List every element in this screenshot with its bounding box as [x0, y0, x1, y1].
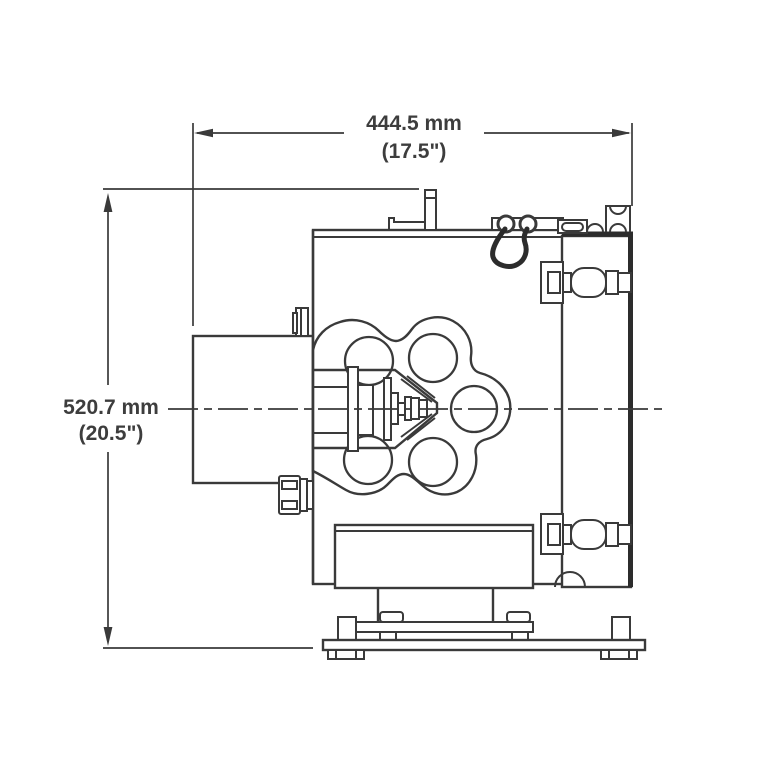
- shaft-nut-a: [410, 397, 420, 420]
- dimension-width: 444.5 mm (17.5"): [192, 112, 633, 326]
- arrowhead-right: [612, 128, 631, 138]
- top-pin: [424, 189, 437, 231]
- cable-entry-arch: [554, 571, 586, 588]
- tie-bolt-barrel: [570, 519, 607, 550]
- impeller-hole-bottom-right: [407, 436, 459, 488]
- shaft-stem: [397, 402, 406, 416]
- gland-connector: [306, 480, 314, 510]
- base-plate: [321, 638, 647, 652]
- dome-bump-right: [609, 223, 627, 233]
- height-label-metric: 520.7 mm: [63, 396, 159, 419]
- impeller-hole-top-right: [407, 332, 459, 384]
- gland-plate: [299, 478, 308, 512]
- foot-right: [600, 649, 638, 660]
- base-post-left: [337, 616, 357, 641]
- rail-tab-left: [379, 611, 404, 623]
- wire-loop: [490, 226, 530, 269]
- width-label-imperial: (17.5"): [382, 140, 447, 163]
- gland-rib-top: [281, 480, 298, 490]
- cable-gland: [278, 475, 314, 515]
- tie-bolt-collar: [605, 270, 619, 295]
- arrowhead-down: [103, 627, 113, 646]
- rail-block-right: [511, 631, 529, 641]
- tie-bolt-spacer: [562, 272, 572, 293]
- arrowhead-left: [194, 128, 213, 138]
- mounting-rail: [353, 621, 534, 633]
- tie-bolt-barrel: [570, 267, 607, 298]
- height-label-imperial: (20.5"): [79, 422, 144, 445]
- lifting-bracket: [388, 217, 426, 230]
- corner-clamp-arch: [609, 205, 627, 215]
- foot-left-tabs: [335, 650, 357, 659]
- base-post-right: [611, 616, 631, 641]
- arrowhead-up: [103, 193, 113, 212]
- shaft-lines: [313, 386, 348, 434]
- foot-left: [327, 649, 365, 660]
- pedestal: [376, 588, 495, 622]
- dome-bump-left: [586, 223, 604, 233]
- tie-bolt-end: [617, 272, 632, 293]
- top-port-step: [292, 312, 298, 334]
- tie-bolt-spacer: [562, 524, 572, 545]
- tie-bolt-notch: [547, 523, 561, 546]
- tie-bolt-lower: [540, 513, 632, 555]
- tie-bolt-notch: [547, 271, 561, 294]
- dimension-height: 520.7 mm (20.5"): [63, 188, 419, 649]
- cone-chamfer-lines: [400, 375, 436, 441]
- flange-sleeve: [357, 384, 374, 436]
- pump-unit: [168, 189, 667, 660]
- foot-right-tabs: [608, 650, 630, 659]
- terminal-screw-left: [496, 214, 516, 234]
- drip-tray: [333, 523, 535, 590]
- nameplate-pill: [561, 222, 584, 232]
- gland-rib-bottom: [281, 500, 298, 510]
- rail-tab-right: [506, 611, 531, 623]
- tie-bolt-end: [617, 524, 632, 545]
- corner-clamp: [605, 205, 631, 232]
- tie-bolt-upper: [540, 261, 632, 304]
- rail-block-left: [379, 631, 397, 641]
- tie-bolt-collar: [605, 522, 619, 547]
- width-label-metric: 444.5 mm: [366, 112, 462, 135]
